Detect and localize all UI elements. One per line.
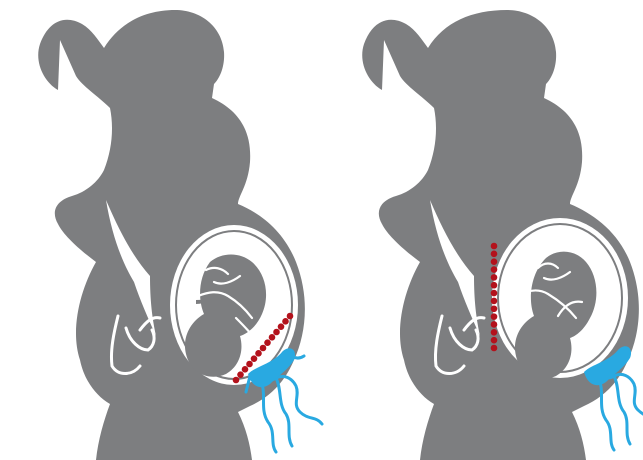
panel-right-vertical-incision xyxy=(322,0,643,460)
incision-dot xyxy=(282,318,289,325)
incision-dot xyxy=(491,258,498,265)
incision-dot xyxy=(287,313,294,320)
panel-left-diagonal-incision xyxy=(0,0,330,460)
incision-dot xyxy=(255,350,262,357)
panel-right-svg xyxy=(322,0,643,460)
incision-dot xyxy=(278,323,285,330)
incision-dot xyxy=(491,337,498,344)
incision-dot xyxy=(491,321,498,328)
incision-dot xyxy=(269,334,276,341)
incision-dot xyxy=(260,345,267,352)
incision-dot xyxy=(491,345,498,352)
incision-dot xyxy=(491,274,498,281)
incision-dot xyxy=(273,329,280,336)
incision-dot xyxy=(491,329,498,336)
incision-dot xyxy=(491,251,498,258)
panel-left-svg xyxy=(0,0,330,460)
incision-dot xyxy=(251,355,258,362)
incision-dot xyxy=(264,339,271,346)
incision-dot xyxy=(246,361,253,368)
incision-dot xyxy=(233,377,240,384)
incision-dot xyxy=(491,266,498,273)
incision-dot xyxy=(491,305,498,312)
incision-dot xyxy=(491,298,498,305)
incision-dot xyxy=(491,282,498,289)
incision-dot xyxy=(491,313,498,320)
incision-dot xyxy=(491,243,498,250)
incision-dot xyxy=(242,366,249,373)
incision-dot xyxy=(237,371,244,378)
incision-dot xyxy=(491,290,498,297)
